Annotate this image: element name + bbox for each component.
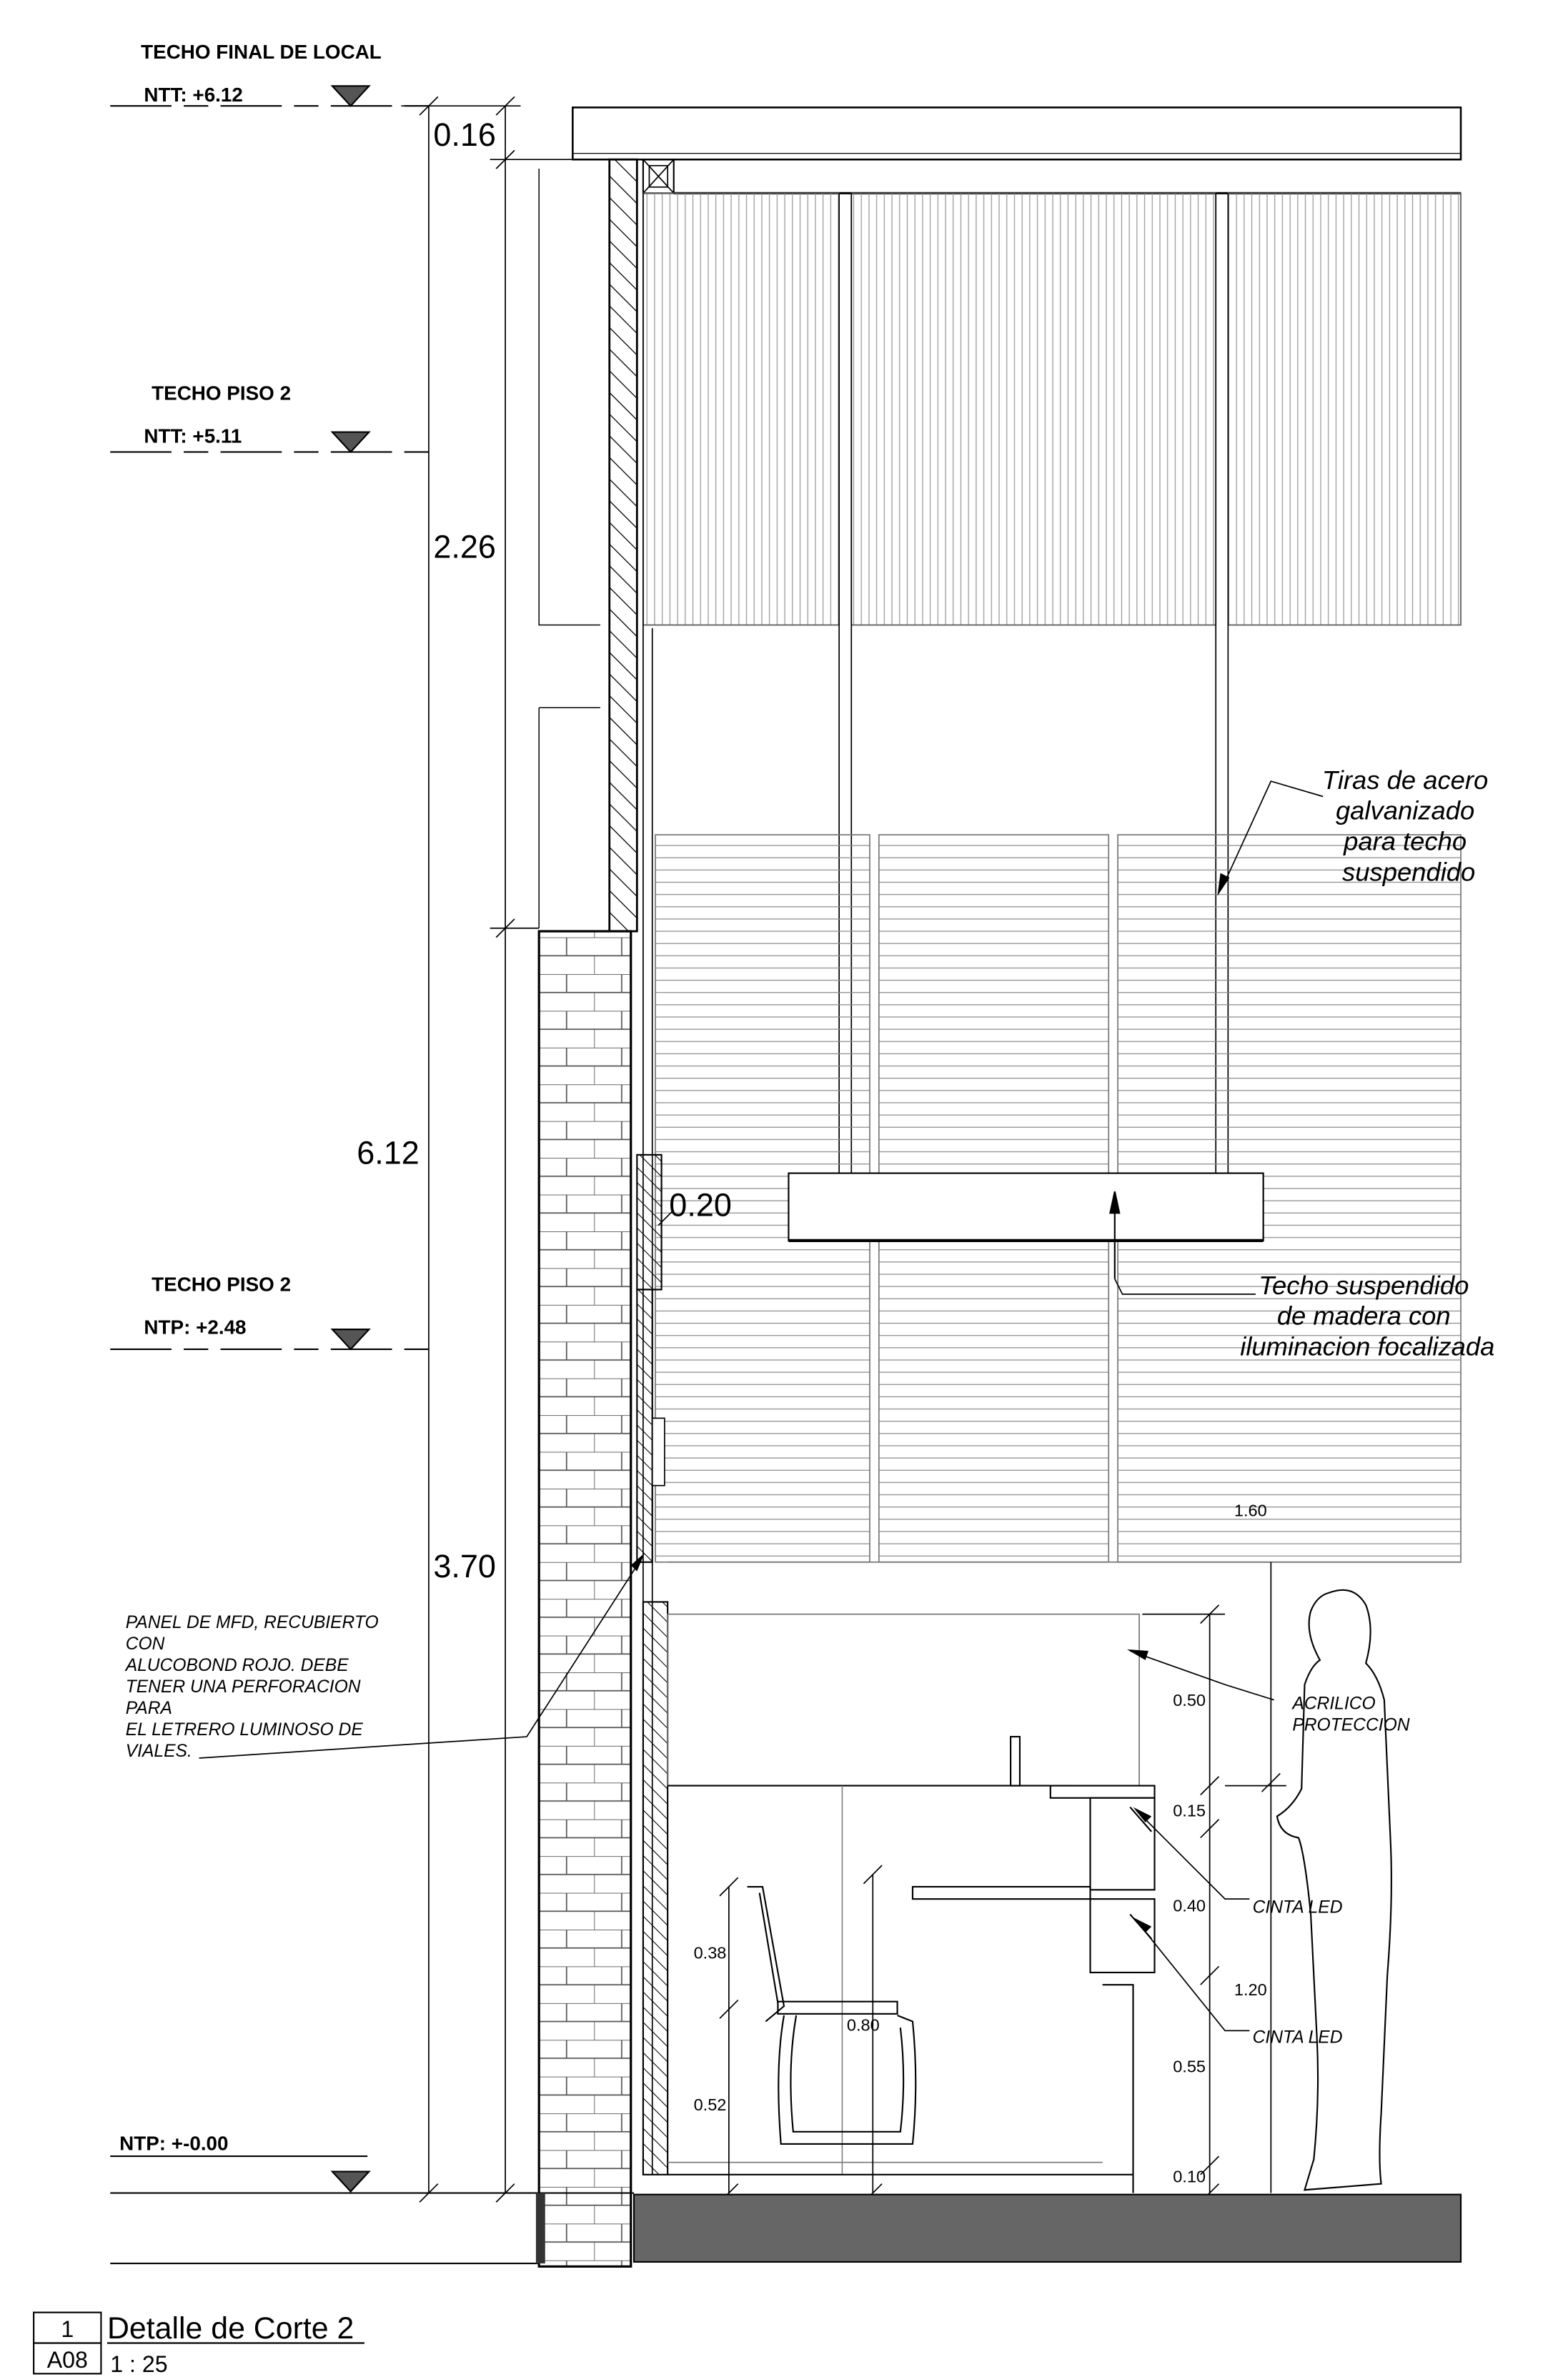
dim-chair-052: 0.52 [694,2095,727,2114]
note-steel-strips: Tiras de acero galvanizado para techo su… [1322,765,1495,887]
leaders [199,780,1324,2032]
dim-h050: 0.50 [1173,1691,1206,1709]
title-block-sheet: A08 [47,2347,88,2373]
note-led-2: CINTA LED [1253,2028,1343,2048]
upper-wall [608,158,638,933]
level-3-title: TECHO PISO 2 [152,1274,291,1296]
dim-top: 0.16 [433,116,496,153]
brick-wall [537,930,632,2268]
level-2-value: NTT: +5.11 [144,425,242,447]
counter [667,1561,1462,2193]
title-block-number: 1 [61,2316,74,2342]
suspended-ceiling [788,1172,1264,1279]
note-panel-mfd: PANEL DE MFD, RECUBIERTO CON ALUCOBOND R… [124,1613,384,1761]
dim-upper: 2.26 [433,528,496,565]
title-block [33,2311,364,2375]
dim-h160: 1.60 [1234,1502,1267,1520]
dim-h015: 0.15 [1173,1801,1206,1820]
mfd-panel [636,1153,669,2175]
upper-panels [642,192,1462,626]
level-3-value: NTP: +2.48 [144,1316,246,1339]
dim-lower: 3.70 [433,1548,496,1584]
dim-chair-080: 0.80 [847,2015,880,2034]
floor-slab [632,2193,1462,2263]
dim-h055: 0.55 [1173,2057,1206,2075]
level-0-value: NTP: +-0.00 [119,2133,228,2155]
dim-h010: 0.10 [1173,2168,1206,2186]
note-acrylic: ACRILICO PROTECCION [1291,1694,1409,1735]
dim-h120: 1.20 [1234,1980,1267,1999]
dim-total: 6.12 [357,1135,420,1171]
roof-slab [572,106,1462,194]
level-2-title: TECHO PISO 2 [152,382,291,405]
human-figure [1276,1589,1392,2191]
dim-chair-038: 0.38 [694,1944,727,1962]
chair [747,1885,917,2145]
title-block-scale: 1 : 25 [110,2351,167,2377]
dimension-lines [401,96,582,2203]
right-dimension-chain [719,1562,1286,2203]
level-markers [110,85,540,2265]
note-led-1: CINTA LED [1253,1897,1343,1917]
level-1-value: NTT: +6.12 [144,84,243,106]
dim-h040: 0.40 [1173,1896,1206,1915]
note-suspended-ceiling: Techo suspendido de madera con iluminaci… [1240,1271,1494,1361]
dim-panel: 0.20 [669,1187,732,1224]
title-block-title: Detalle de Corte 2 [107,2311,354,2346]
level-1-title: TECHO FINAL DE LOCAL [141,41,382,63]
